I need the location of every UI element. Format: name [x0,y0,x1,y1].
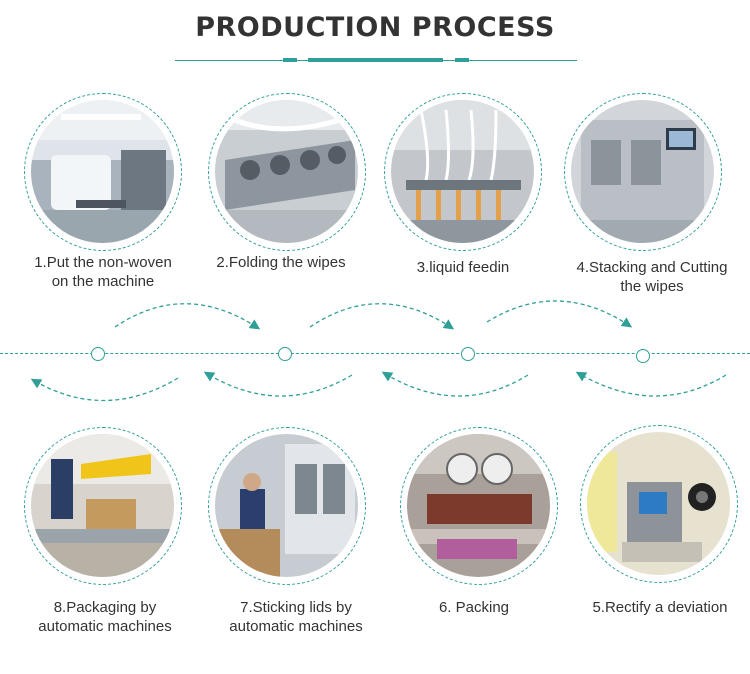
step-6-caption: 6. Packing [389,598,559,617]
timeline-node-3 [461,347,475,361]
step-8-caption-line1: 8.Packaging by [53,599,157,616]
step-7-circle [208,427,366,585]
step-3-caption: 3.liquid feedin [378,258,548,277]
step-2-caption: 2.Folding the wipes [196,253,366,272]
step-3-caption-line1: 3.liquid feedin [416,259,510,276]
title-accent-center [308,58,443,62]
arrow-8-out [30,377,179,402]
step-5-caption-line1: 5.Rectify a deviation [592,599,728,616]
step-3-circle [384,93,542,251]
step-1-circle [24,93,182,251]
arrow-7-to-8 [203,371,353,397]
step-6-photo [407,434,550,577]
timeline-node-4 [636,349,650,363]
step-6-circle [400,427,558,585]
step-7-caption: 7.Sticking lids by automatic machines [211,598,381,636]
step-2-caption-line1: 2.Folding the wipes [216,254,346,271]
arrow-6-to-7 [381,371,529,397]
title-accent-left [283,58,297,62]
step-1-caption-line2: on the machine [51,273,155,290]
step-4-caption-line2: the wipes [620,278,684,295]
step-7-caption-line1: 7.Sticking lids by [240,599,352,616]
step-5-caption: 5.Rectify a deviation [575,598,745,617]
step-4-caption: 4.Stacking and Cutting the wipes [567,258,737,296]
step-1-photo [31,100,174,243]
arrow-3-to-4 [486,300,633,328]
step-8-circle [24,427,182,585]
step-8-caption: 8.Packaging by automatic machines [20,598,190,636]
step-2-photo [215,100,358,243]
arrow-5-to-6 [575,371,727,397]
step-1-caption-line1: 1.Put the non-woven [34,254,172,271]
step-4-photo [571,100,714,243]
step-6-caption-line1: 6. Packing [438,599,510,616]
timeline-node-2 [278,347,292,361]
step-5-photo [587,432,730,575]
step-4-circle [564,93,722,251]
step-8-caption-line2: automatic machines [38,618,172,635]
timeline-node-1 [91,347,105,361]
page-title: PRODUCTION PROCESS [195,12,555,43]
step-4-caption-line1: 4.Stacking and Cutting [576,259,728,276]
step-7-photo [215,434,358,577]
step-8-photo [31,434,174,577]
step-2-circle [208,93,366,251]
step-5-circle [580,425,738,583]
step-3-photo [391,100,534,243]
title-accent-right [455,58,469,62]
arrow-2-to-3 [309,303,455,330]
step-1-caption: 1.Put the non-woven on the machine [18,253,188,291]
process-timeline [0,353,750,354]
step-7-caption-line2: automatic machines [229,618,363,635]
arrow-1-to-2 [114,303,261,330]
